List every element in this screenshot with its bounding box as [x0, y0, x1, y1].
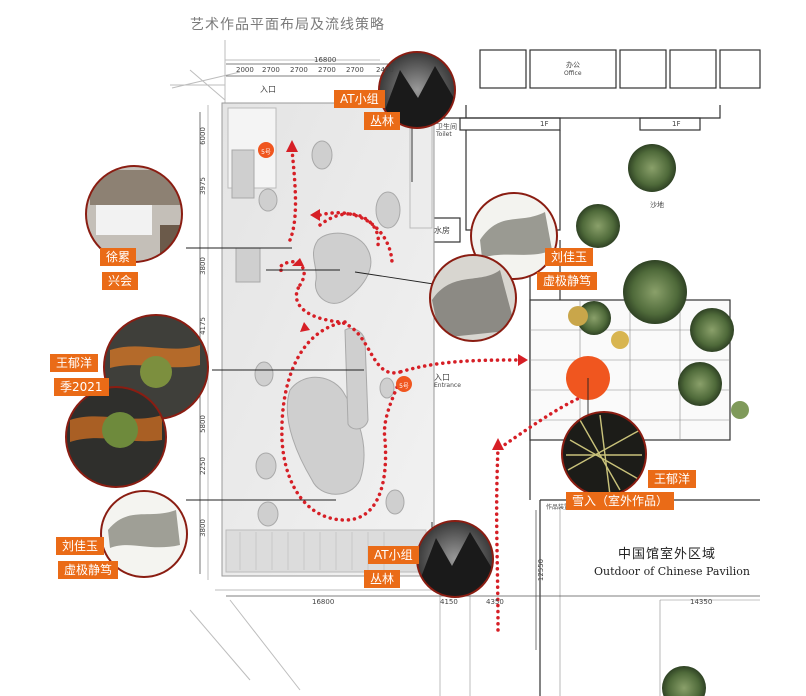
wang-left-artist-label: 王郁洋 — [50, 354, 99, 372]
dim-bottom: 16800 — [312, 598, 335, 606]
at-bottom-group-label: AT小组 — [368, 546, 419, 564]
dim-top-3: 2700 — [290, 66, 308, 74]
entrance-top-label: 入口 — [260, 85, 276, 94]
xu-work-label: 兴会 — [102, 272, 139, 290]
floor-1f-label-a: 1F — [540, 120, 549, 128]
dim-top-4: 2700 — [318, 66, 336, 74]
water-room-label: 水房 — [434, 226, 450, 235]
outdoor-small-label: 作品装置区域 — [546, 504, 583, 511]
wang-outdoor-work-label: 雪入（室外作品） — [566, 492, 675, 510]
dim-left-5: 5800 — [198, 415, 207, 433]
wang-left-work-label: 季2021 — [54, 378, 109, 396]
liu-right-work-label: 虚极静笃 — [537, 272, 598, 290]
at-top-work-label: 丛林 — [364, 112, 401, 130]
sand-label: 沙地 — [650, 201, 664, 209]
outdoor-area-subtitle: Outdoor of Chinese Pavilion — [594, 565, 750, 578]
liu-right-artist-label: 刘佳玉 — [545, 248, 594, 266]
dim-left-6: 2250 — [198, 457, 207, 475]
dim-left-7: 3800 — [198, 519, 207, 537]
dim-bottom-right-3: 14350 — [690, 598, 713, 606]
dim-bottom-right-2: 4350 — [486, 598, 504, 606]
outdoor-area-title: 中国馆室外区域 — [618, 547, 717, 562]
entrance-side-label: 入口 — [434, 373, 450, 382]
office-en-label: Office — [564, 70, 582, 77]
dimension-lines — [199, 63, 760, 650]
dim-right: 12550 — [537, 558, 546, 582]
flow-arrows — [286, 140, 528, 450]
deck-boards — [239, 532, 385, 570]
dim-top-1: 2000 — [236, 66, 254, 74]
dim-left-1: 6000 — [198, 127, 207, 145]
top-rooms — [479, 49, 761, 89]
toilet-label: 卫生间 — [436, 123, 457, 131]
wang-outdoor-artist-label: 王郁洋 — [648, 470, 697, 488]
flow-lines — [277, 148, 594, 632]
dim-top-total: 16800 — [314, 56, 337, 64]
dim-top-6: 2400 — [376, 66, 394, 74]
dim-top-5: 2700 — [346, 66, 364, 74]
dim-left-2: 3975 — [198, 177, 207, 195]
floor-1f-label-b: 1F — [672, 120, 681, 128]
dot-b-label: 5号 — [399, 383, 409, 390]
dim-left-4: 4175 — [198, 317, 207, 335]
sculptures — [231, 140, 405, 527]
dot-a-label: 5号 — [261, 149, 271, 156]
office-label: 办公 — [566, 61, 580, 69]
liu-left-work-label: 虚极静笃 — [58, 561, 119, 579]
dim-top-2: 2700 — [262, 66, 280, 74]
xu-artist-label: 徐累 — [100, 248, 137, 266]
corner-dot-marker — [258, 142, 274, 158]
page-title: 艺术作品平面布局及流线策略 — [190, 17, 385, 33]
at-bottom-work-label: 丛林 — [364, 570, 401, 588]
artwork-photos — [65, 51, 647, 598]
at-top-group-label: AT小组 — [334, 90, 385, 108]
side-dot-marker — [396, 376, 412, 392]
dim-bottom-right-1: 4150 — [440, 598, 458, 606]
dim-left-3: 3800 — [198, 257, 207, 275]
liu-left-artist-label: 刘佳玉 — [56, 537, 105, 555]
trees — [568, 144, 749, 696]
entrance-side-en-label: Entrance — [434, 382, 461, 389]
toilet-en-label: Toilet — [436, 131, 452, 138]
